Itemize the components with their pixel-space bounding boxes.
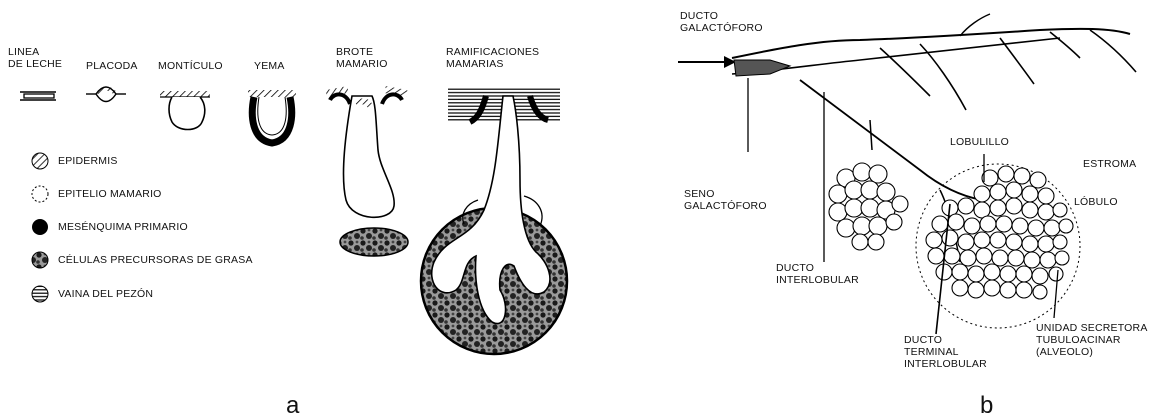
stage-label-linea-de-leche: LINEA DE LECHE xyxy=(8,46,62,70)
stage-label-monticulo: MONTÍCULO xyxy=(158,60,223,72)
legend-label-epidermis: EPIDERMIS xyxy=(58,155,118,167)
label-ducto-terminal-interlobular: DUCTO TERMINAL INTERLOBULAR xyxy=(904,334,987,370)
stage-label-placoda: PLACODA xyxy=(86,60,138,72)
legend-icons xyxy=(32,153,48,302)
brote-mamario-drawing xyxy=(326,86,408,256)
label-seno-galactoforo: SENO GALACTÓFORO xyxy=(684,188,767,212)
monticulo-drawing xyxy=(160,91,210,130)
label-lobulo: LÓBULO xyxy=(1074,196,1118,208)
label-ducto-galactoforo: DUCTO GALACTÓFORO xyxy=(680,10,763,34)
stage-label-brote-mamario: BROTE MAMARIO xyxy=(336,46,388,70)
hatched-circle-icon xyxy=(32,153,48,169)
stage-label-ramificaciones-mamarias: RAMIFICACIONES MAMARIAS xyxy=(446,46,539,70)
legend-label-epitelio-mamario: EPITELIO MAMARIO xyxy=(58,188,162,200)
striped-circle-icon xyxy=(32,286,48,302)
acinar-cluster-left xyxy=(829,163,908,250)
legend-label-mesenquima-primario: MESÉNQUIMA PRIMARIO xyxy=(58,221,188,233)
placoda-drawing xyxy=(86,87,126,102)
ramificaciones-mamarias-drawing xyxy=(421,88,567,354)
yema-drawing xyxy=(248,90,296,143)
linea-de-leche-drawing xyxy=(20,92,56,100)
blob-circle-icon xyxy=(32,252,48,268)
dashed-circle-icon xyxy=(32,186,48,202)
stage-label-yema: YEMA xyxy=(254,60,285,72)
panel-letter-b: b xyxy=(980,392,993,419)
legend-label-vaina-del-pezon: VAINA DEL PEZÓN xyxy=(58,288,153,300)
label-lobulillo: LOBULILLO xyxy=(950,136,1009,148)
label-unidad-secretora: UNIDAD SECRETORA TUBULOACINAR (ALVEOLO) xyxy=(1036,322,1148,358)
panel-b-drawings xyxy=(678,14,1136,334)
legend-label-celulas-precursoras: CÉLULAS PRECURSORAS DE GRASA xyxy=(58,254,253,266)
panel-letter-a: a xyxy=(286,392,299,419)
label-estroma: ESTROMA xyxy=(1083,158,1136,170)
label-ducto-interlobular: DUCTO INTERLOBULAR xyxy=(776,262,859,286)
acinar-cluster-right xyxy=(926,166,1073,299)
solid-circle-icon xyxy=(32,219,48,235)
